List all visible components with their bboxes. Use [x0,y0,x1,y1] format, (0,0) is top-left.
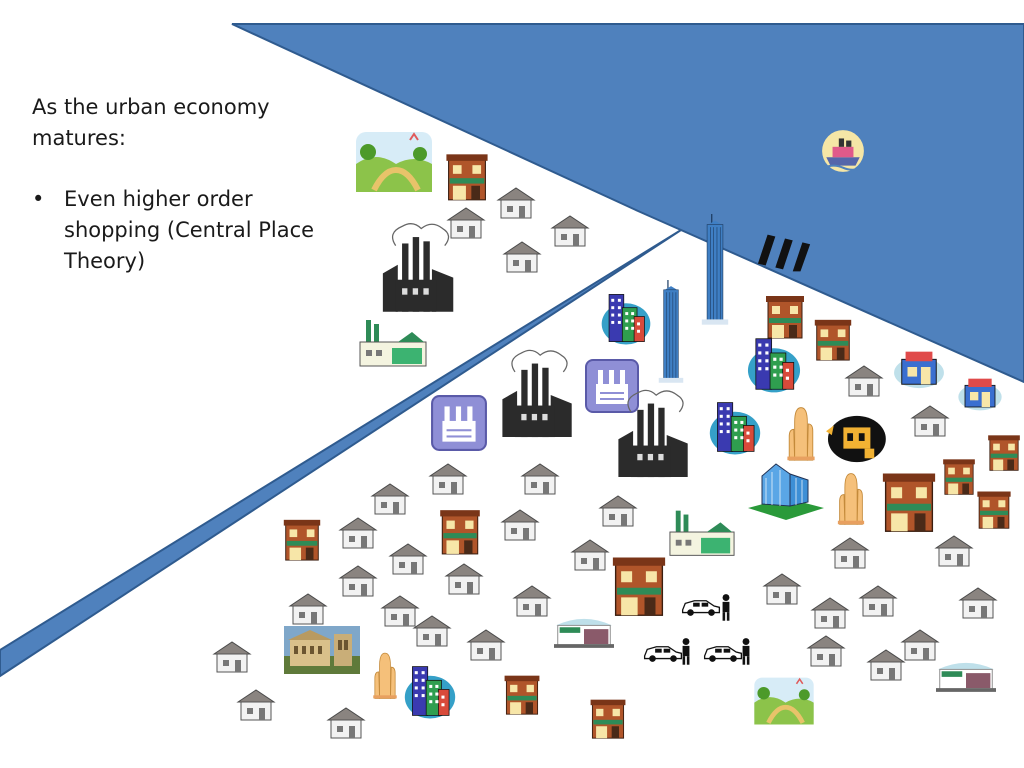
shop-icon [590,699,626,739]
ship-icon [821,129,865,173]
park-icon [754,678,813,725]
shop-icon [504,675,540,715]
house-icon [447,207,485,239]
office-building-icon [601,293,651,346]
house-icon [599,495,637,527]
river [0,23,1024,678]
house-icon [497,187,535,219]
shop-icon [612,556,666,616]
house-icon [831,537,869,569]
factory-icon [501,349,573,438]
office-building-icon [709,402,761,455]
house-icon [381,595,419,627]
house-icon [501,509,539,541]
car-icon [643,646,683,663]
shop-icon [283,519,321,561]
mall-icon [936,662,996,693]
house-icon [811,597,849,629]
car-icon [681,600,721,617]
house-icon [213,641,251,673]
shop-icon [445,153,489,201]
house-icon [867,649,905,681]
cactus-icon [837,473,865,525]
bullet-item: Even higher order shopping (Central Plac… [32,184,332,277]
house-icon [429,463,467,495]
mall-icon [554,618,614,649]
sign-icon [826,415,886,463]
house-icon [389,543,427,575]
toy-shop-icon [893,351,945,389]
house-icon [959,587,997,619]
house-icon [371,483,409,515]
house-icon [513,585,551,617]
toy-shop-icon [957,378,1003,411]
slide-heading: As the urban economy matures: [32,95,270,150]
house-icon [935,535,973,567]
house-icon [339,565,377,597]
person-icon [742,638,750,665]
house-icon [571,539,609,571]
house-icon [413,615,451,647]
shop-icon [987,434,1021,471]
bullet-list: Even higher order shopping (Central Plac… [32,184,332,277]
house-icon [521,463,559,495]
house-icon [845,365,883,397]
shop-icon [814,319,852,361]
shop-icon [942,458,976,495]
shop-icon [882,472,936,532]
office-building-icon [404,666,456,719]
house-icon [445,563,483,595]
park-icon [356,132,432,192]
green-factory-icon [669,510,735,556]
house-icon [289,593,327,625]
shop-icon [765,295,805,339]
green-factory-icon [359,319,427,367]
office-building-icon [747,338,801,393]
slide-text: As the urban economy matures: Even highe… [32,92,332,277]
skyscraper-icon [658,280,684,384]
house-icon [503,241,541,273]
shop-icon [976,491,1012,529]
car-icon [703,646,743,663]
house-icon [901,629,939,661]
house-icon [807,635,845,667]
house-icon [237,689,275,721]
house-icon [859,585,897,617]
house-icon [327,707,365,739]
house-icon [911,405,949,437]
factory-sign-icon [431,395,487,451]
shop-icon [439,509,481,555]
house-icon [339,517,377,549]
university-icon [284,626,360,674]
factory-icon [382,223,454,313]
cactus-icon [786,407,816,461]
person-icon [722,594,730,621]
house-icon [467,629,505,661]
house-icon [551,215,589,247]
person-icon [682,638,690,665]
cactus-icon [372,652,398,699]
glass-building-icon [747,463,825,521]
house-icon [763,573,801,605]
factory-sign-icon [585,359,639,413]
